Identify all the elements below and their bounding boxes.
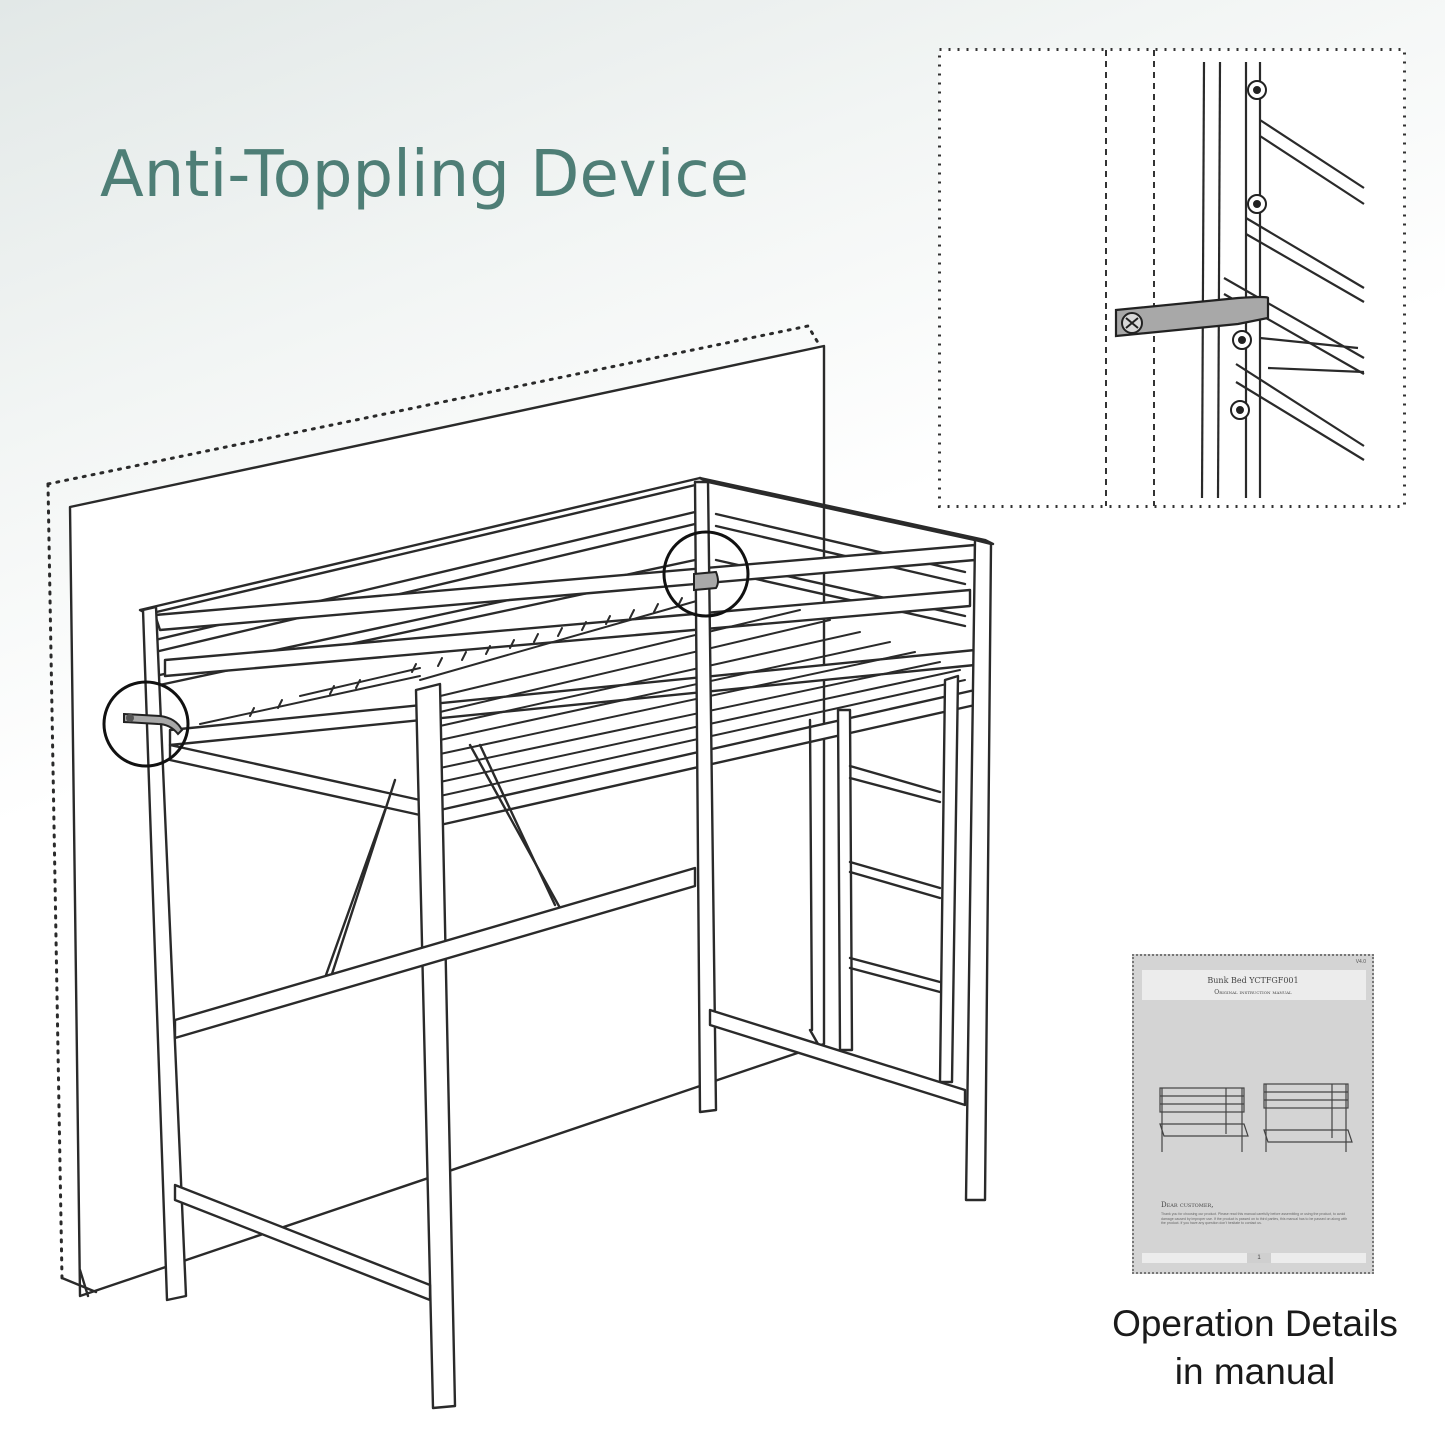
manual-body-text: Thank you for choosing our product. Plea… (1161, 1212, 1348, 1226)
strap-detail-icon (1114, 295, 1270, 338)
manual-page-number: 1 (1247, 1253, 1271, 1263)
manual-greeting: Dear customer, (1161, 1201, 1214, 1209)
bolt-icons (1230, 80, 1267, 420)
page-title: Anti-Toppling Device (100, 138, 750, 212)
manual-caption: Operation Details in manual (1090, 1300, 1420, 1396)
callout-left-icon (102, 680, 190, 768)
caption-line-1: Operation Details (1112, 1303, 1398, 1344)
manual-version: V4.0 (1355, 959, 1366, 965)
strap-left-icon (123, 712, 184, 736)
manual-subtitle: Original instruction manual (1214, 989, 1292, 996)
caption-line-2: in manual (1174, 1351, 1336, 1392)
manual-title: Bunk Bed YCTFGF001 (1207, 976, 1299, 985)
strap-top-icon (693, 570, 719, 592)
callout-top-icon (662, 530, 750, 618)
manual-footer-bar: 1 (1142, 1253, 1366, 1263)
manual-header-bar (1142, 970, 1366, 1000)
manual-bunk-bed-illustration (1159, 1083, 1353, 1152)
detail-panel (938, 48, 1406, 508)
instruction-manual-thumbnail: V4.0 Bunk Bed YCTFGF001 Original instruc… (1132, 954, 1374, 1274)
wall-dotted-outline (46, 324, 822, 486)
